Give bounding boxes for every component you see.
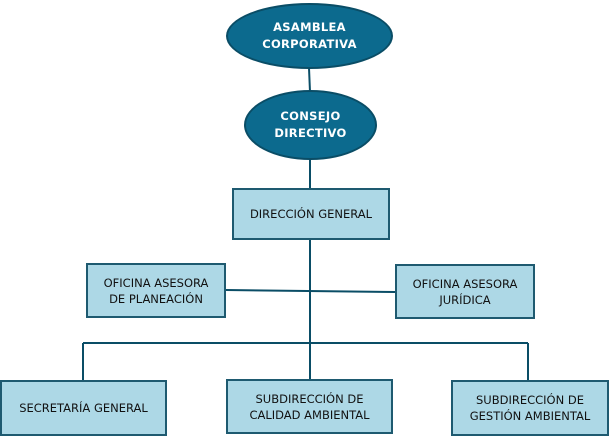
edge-asamblea-consejo <box>308 67 311 93</box>
edge-staff-horizontal <box>225 289 396 293</box>
node-subdireccion-calidad: SUBDIRECCIÓN DE CALIDAD AMBIENTAL <box>226 379 393 434</box>
node-label: SUBDIRECCIÓN DE GESTIÓN AMBIENTAL <box>469 393 591 423</box>
node-label: SUBDIRECCIÓN DE CALIDAD AMBIENTAL <box>249 391 370 422</box>
node-label: ASAMBLEA CORPORATIVA <box>262 20 357 51</box>
node-label: SECRETARÍA GENERAL <box>19 401 148 415</box>
node-subdireccion-gestion: SUBDIRECCIÓN DE GESTIÓN AMBIENTAL <box>451 380 609 436</box>
node-consejo-directivo: CONSEJO DIRECTIVO <box>244 90 377 160</box>
node-oficina-planeacion: OFICINA ASESORA DE PLANEACIÓN <box>86 263 226 318</box>
node-asamblea-corporativa: ASAMBLEA CORPORATIVA <box>226 3 393 69</box>
node-label: OFICINA ASESORA DE PLANEACIÓN <box>103 275 209 306</box>
node-label: DIRECCIÓN GENERAL <box>249 207 373 221</box>
node-oficina-juridica: OFICINA ASESORA JURÍDICA <box>395 264 535 319</box>
node-label: CONSEJO DIRECTIVO <box>274 109 347 140</box>
node-secretaria-general: SECRETARÍA GENERAL <box>0 380 167 436</box>
node-label: OFICINA ASESORA JURÍDICA <box>412 276 518 307</box>
node-direccion-general: DIRECCIÓN GENERAL <box>232 188 390 240</box>
